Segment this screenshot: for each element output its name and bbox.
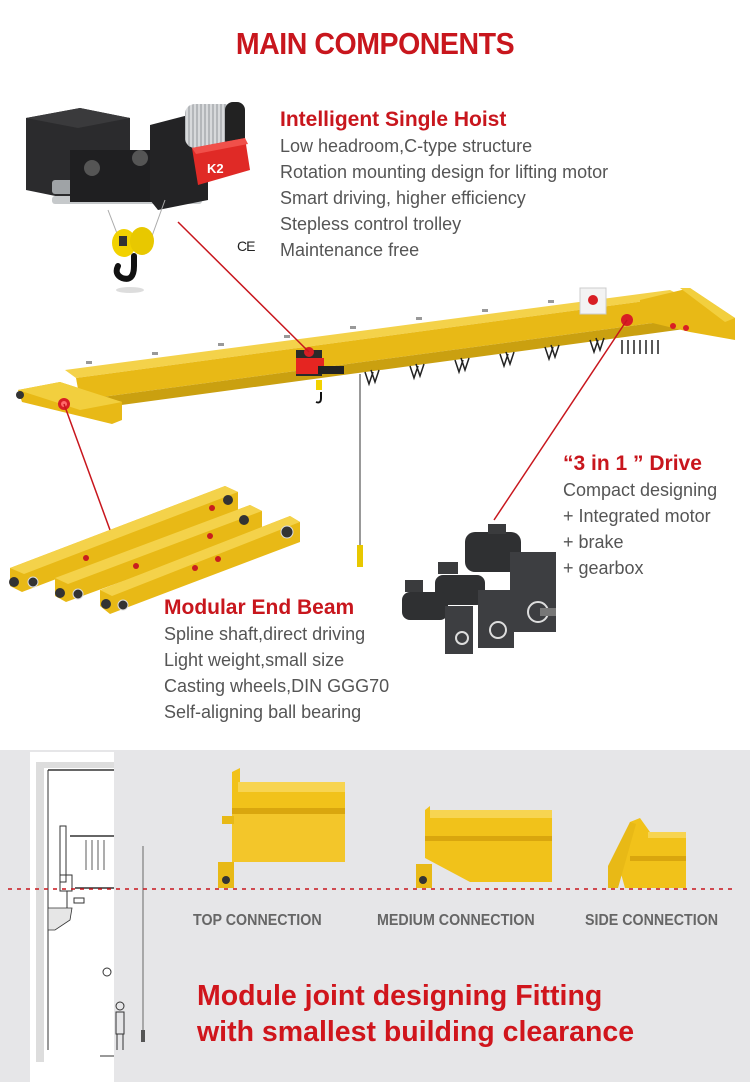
drive-feature: + Integrated motor bbox=[563, 506, 711, 526]
hoist-feature-block: Intelligent Single Hoist Low headroom,C-… bbox=[280, 107, 608, 263]
end-beam-feature: Self-aligning ball bearing bbox=[164, 702, 362, 722]
end-beam-feature-block: Modular End Beam Spline shaft,direct dri… bbox=[164, 595, 389, 725]
hoist-feature: Rotation mounting design for lifting mot… bbox=[280, 162, 609, 182]
top-connection-label: TOP CONNECTION bbox=[193, 912, 322, 929]
drive-feature: + brake bbox=[563, 532, 624, 552]
drive-feature-block: “3 in 1 ” Drive Compact designing + Inte… bbox=[563, 451, 717, 581]
hoist-feature: Stepless control trolley bbox=[280, 214, 462, 234]
slogan-line-1: Module joint designing Fitting bbox=[197, 980, 603, 1012]
crane-girder bbox=[16, 287, 735, 567]
hoist-heading: Intelligent Single Hoist bbox=[280, 108, 507, 131]
slogan: Module joint designing Fitting with smal… bbox=[197, 978, 634, 1050]
hoist-feature: Low headroom,C-type structure bbox=[280, 136, 533, 156]
end-beam-feature: Light weight,small size bbox=[164, 650, 345, 670]
page-title: MAIN COMPONENTS bbox=[235, 26, 515, 61]
connection-panel bbox=[0, 750, 750, 1082]
medium-connection-label: MEDIUM CONNECTION bbox=[377, 912, 535, 929]
clearance-sketch-drawing bbox=[36, 762, 145, 1062]
slogan-line-2: with smallest building clearance bbox=[197, 1016, 635, 1048]
ce-mark: CE bbox=[237, 238, 255, 254]
medium-connection-image bbox=[416, 806, 552, 888]
callout-lines bbox=[63, 221, 628, 531]
drive-feature: + gearbox bbox=[563, 558, 644, 578]
hoist-image: K2 bbox=[26, 102, 250, 293]
drive-feature: Compact designing bbox=[563, 480, 718, 500]
side-connection-image bbox=[608, 818, 686, 888]
end-beam-feature: Casting wheels,DIN GGG70 bbox=[164, 676, 390, 696]
drive-motors-image bbox=[402, 524, 556, 654]
hoist-badge-k2: K2 bbox=[207, 161, 224, 176]
end-beam-feature: Spline shaft,direct driving bbox=[164, 624, 366, 644]
crane-illustration: K2 bbox=[9, 102, 735, 654]
end-beams-image bbox=[9, 486, 300, 614]
top-connection-image bbox=[218, 768, 345, 888]
hoist-feature: Maintenance free bbox=[280, 240, 420, 260]
drive-heading: “3 in 1 ” Drive bbox=[563, 452, 702, 475]
end-beam-heading: Modular End Beam bbox=[164, 596, 355, 619]
side-connection-label: SIDE CONNECTION bbox=[585, 912, 719, 929]
hoist-feature: Smart driving, higher efficiency bbox=[280, 188, 526, 208]
